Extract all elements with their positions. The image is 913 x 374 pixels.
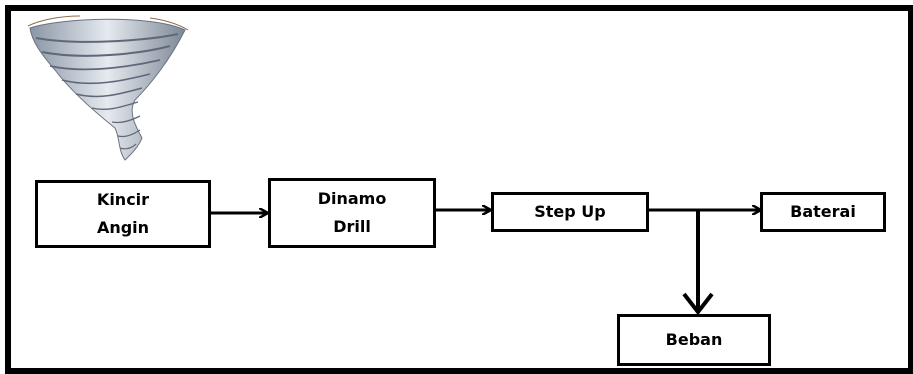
node-dinamo-drill: Dinamo Drill <box>268 178 436 248</box>
node-beban: Beban <box>617 314 771 366</box>
node-baterai-label: Baterai <box>790 198 856 226</box>
node-beban-label: Beban <box>666 326 723 354</box>
node-kincir-angin: Kincir Angin <box>35 180 211 248</box>
node-kincir-line1: Kincir <box>97 186 149 214</box>
node-dinamo-line2: Drill <box>318 213 387 241</box>
node-stepup-label: Step Up <box>534 198 606 226</box>
node-kincir-line2: Angin <box>97 214 149 242</box>
tornado-icon <box>28 16 188 160</box>
node-baterai: Baterai <box>760 192 886 232</box>
node-dinamo-line1: Dinamo <box>318 185 387 213</box>
node-step-up: Step Up <box>491 192 649 232</box>
